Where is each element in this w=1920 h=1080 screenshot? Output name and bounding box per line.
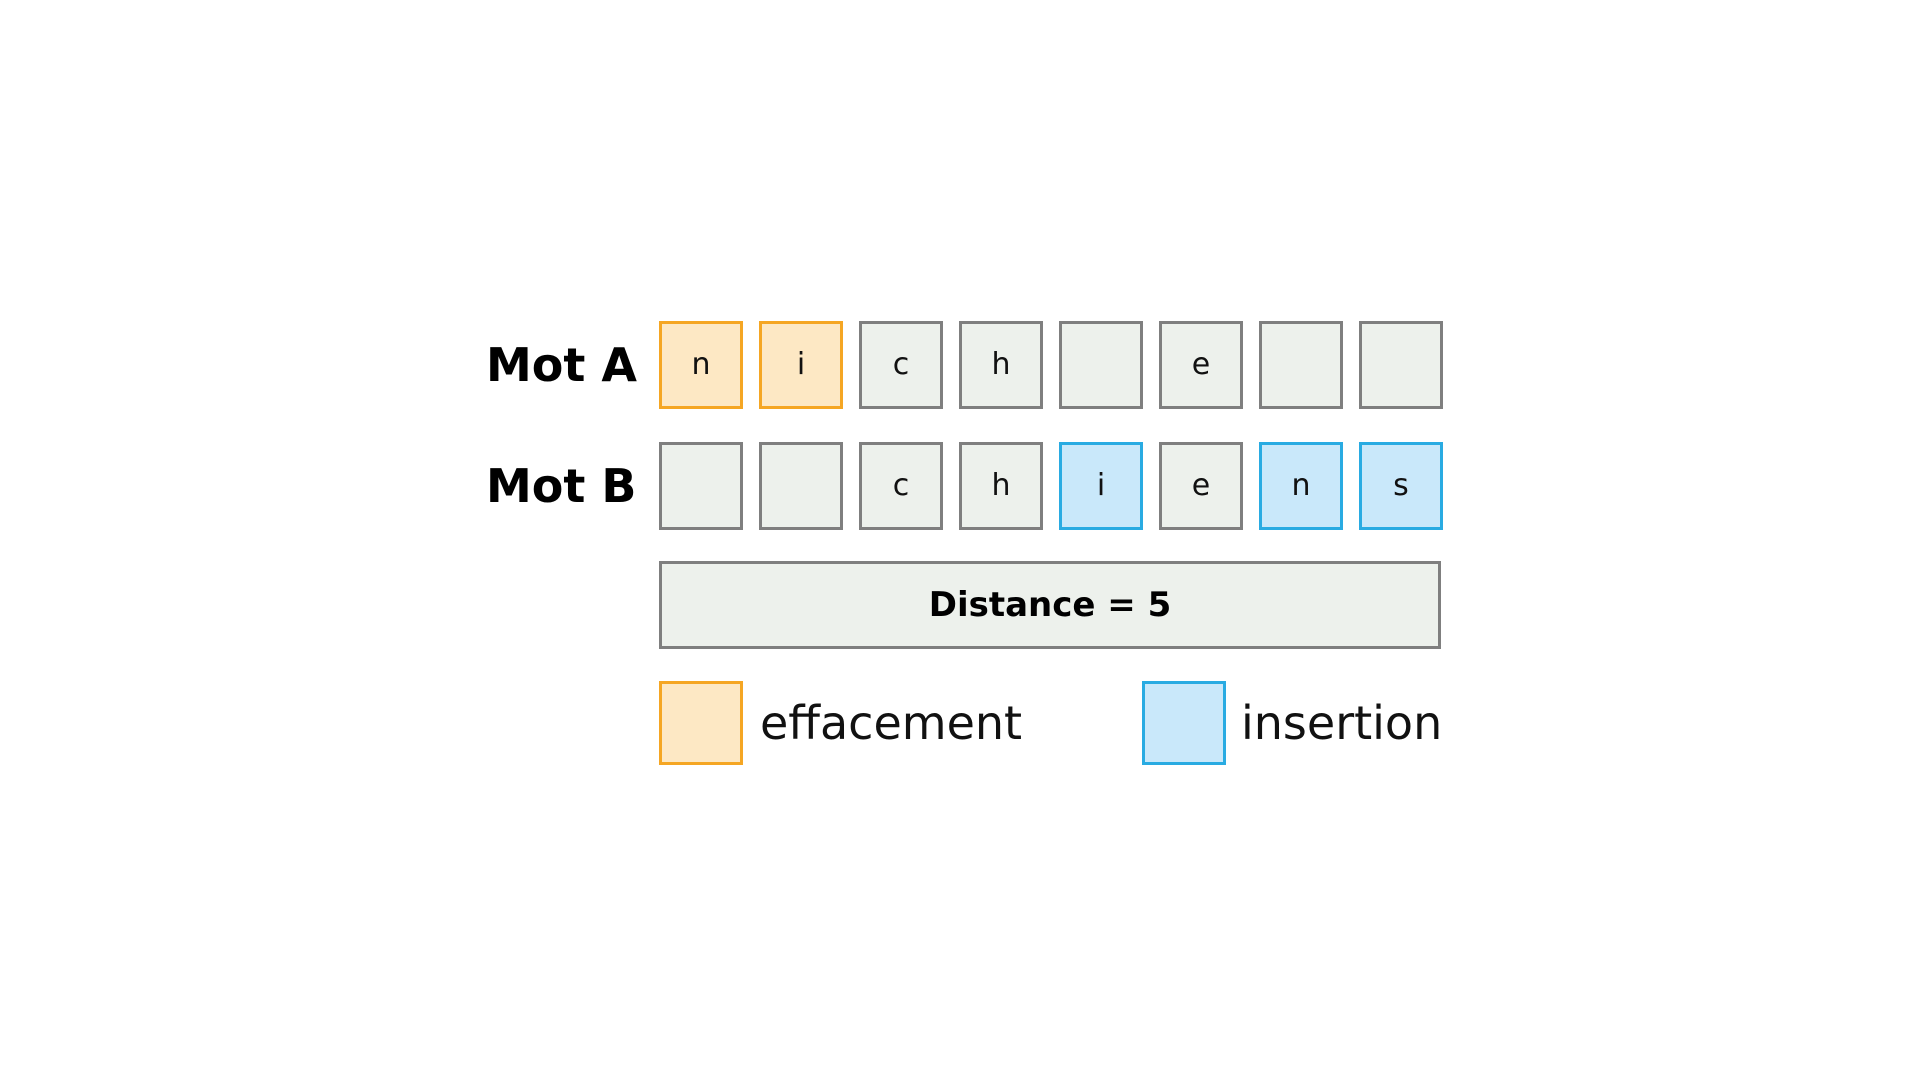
word-a-cell-4: h — [959, 321, 1043, 409]
word-b-cell-1 — [659, 442, 743, 530]
word-a-cell-2: i — [759, 321, 843, 409]
word-b-cell-3: c — [859, 442, 943, 530]
word-a-cell-6: e — [1159, 321, 1243, 409]
word-b-cell-8: s — [1359, 442, 1443, 530]
row-label-mot-a: Mot A — [486, 338, 637, 392]
word-b-cell-2 — [759, 442, 843, 530]
word-b-cell-5: i — [1059, 442, 1143, 530]
word-a-cell-8 — [1359, 321, 1443, 409]
legend-deletion-label: effacement — [760, 696, 1023, 750]
word-a-cell-7 — [1259, 321, 1343, 409]
word-a-cell-1: n — [659, 321, 743, 409]
row-label-mot-b: Mot B — [486, 459, 637, 513]
word-a-cell-5 — [1059, 321, 1143, 409]
legend-insertion-swatch — [1142, 681, 1226, 765]
word-b-cell-7: n — [1259, 442, 1343, 530]
legend-deletion-swatch — [659, 681, 743, 765]
word-b-cell-4: h — [959, 442, 1043, 530]
distance-result-bar: Distance = 5 — [659, 561, 1441, 649]
word-b-cell-6: e — [1159, 442, 1243, 530]
word-a-cell-3: c — [859, 321, 943, 409]
legend-insertion-label: insertion — [1241, 696, 1443, 750]
